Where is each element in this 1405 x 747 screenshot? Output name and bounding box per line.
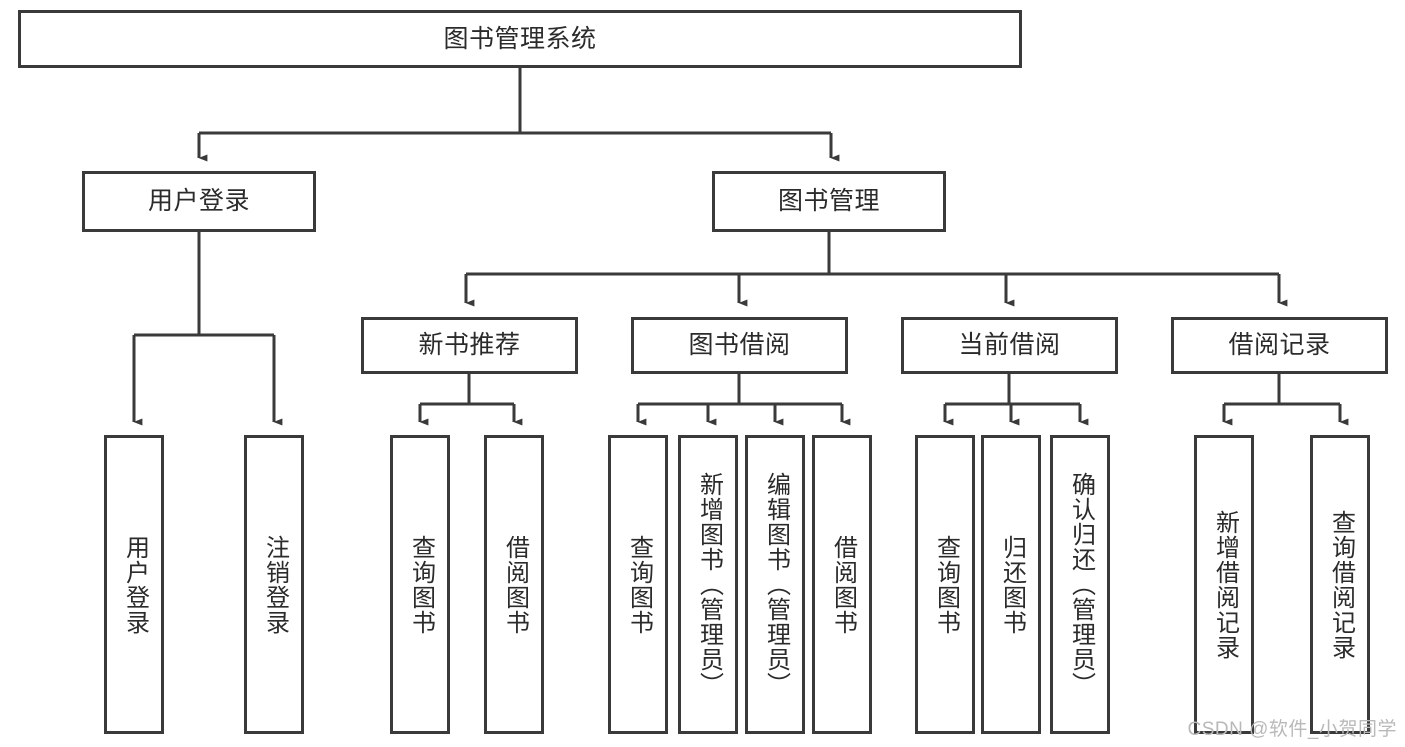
node-current-borrow[interactable]: 当前借阅 [901,317,1118,374]
node-new-book-recommend-label: 新书推荐 [418,331,521,359]
node-current-confirm-return[interactable]: 确认归还（管理员） [1050,435,1110,734]
node-new-book-recommend[interactable]: 新书推荐 [361,317,578,374]
node-borrow-records[interactable]: 借阅记录 [1171,317,1388,374]
node-records-add-record-label: 新增借阅记录 [1211,509,1239,660]
node-user-login-leaf[interactable]: 用户登录 [104,435,164,734]
node-borrow-query-book[interactable]: 查询图书 [608,435,668,734]
node-current-confirm-return-label: 确认归还（管理员） [1067,472,1095,697]
node-root[interactable]: 图书管理系统 [18,10,1022,68]
node-recommend-query-book-label: 查询图书 [407,534,435,635]
node-borrow-edit-book[interactable]: 编辑图书（管理员） [745,435,805,734]
node-current-return-book[interactable]: 归还图书 [981,435,1041,734]
node-current-query-book-label: 查询图书 [932,534,960,635]
node-records-query-record[interactable]: 查询借阅记录 [1310,435,1370,734]
watermark-text: CSDN @软件_小贺同学 [1187,719,1397,740]
node-borrow-borrow-book-label: 借阅图书 [829,534,857,635]
node-borrow-edit-book-label: 编辑图书（管理员） [762,472,790,697]
node-borrow-add-book[interactable]: 新增图书（管理员） [678,435,738,734]
node-book-management[interactable]: 图书管理 [712,171,946,232]
node-root-label: 图书管理系统 [443,24,597,53]
node-borrow-borrow-book[interactable]: 借阅图书 [812,435,872,734]
node-user-logout-leaf[interactable]: 注销登录 [244,435,304,734]
node-user-logout-leaf-label: 注销登录 [261,534,289,635]
node-current-return-book-label: 归还图书 [998,534,1026,635]
node-book-management-label: 图书管理 [777,187,880,215]
node-user-login-leaf-label: 用户登录 [121,534,149,635]
node-recommend-borrow-book[interactable]: 借阅图书 [484,435,544,734]
node-current-borrow-label: 当前借阅 [958,331,1061,359]
node-book-borrow-label: 图书借阅 [688,331,791,359]
node-user-login-label: 用户登录 [147,187,250,215]
node-borrow-records-label: 借阅记录 [1228,331,1331,359]
node-recommend-borrow-book-label: 借阅图书 [501,534,529,635]
node-records-add-record[interactable]: 新增借阅记录 [1194,435,1254,734]
node-records-query-record-label: 查询借阅记录 [1327,509,1355,660]
node-recommend-query-book[interactable]: 查询图书 [390,435,450,734]
node-current-query-book[interactable]: 查询图书 [915,435,975,734]
node-user-login[interactable]: 用户登录 [82,171,316,232]
node-borrow-query-book-label: 查询图书 [625,534,653,635]
node-borrow-add-book-label: 新增图书（管理员） [695,472,723,697]
node-book-borrow[interactable]: 图书借阅 [631,317,848,374]
